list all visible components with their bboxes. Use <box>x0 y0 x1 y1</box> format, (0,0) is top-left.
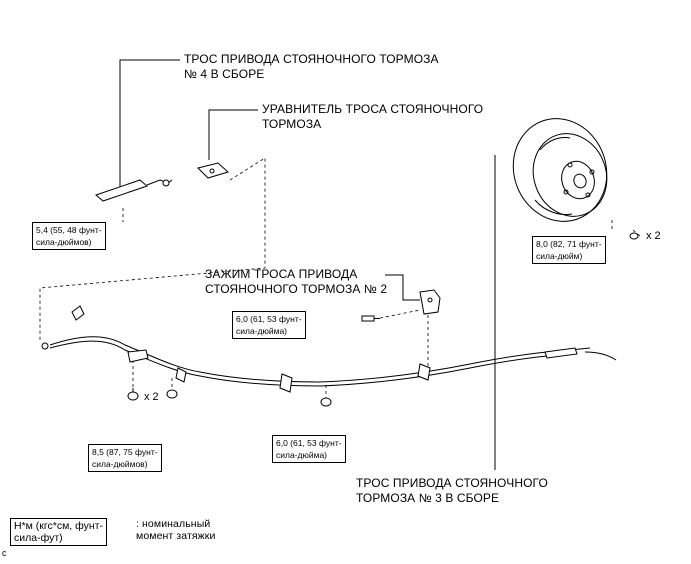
cable4-fitting <box>162 179 170 187</box>
equalizer-part <box>197 162 229 179</box>
cable3-line-lower <box>49 340 571 387</box>
bolt-x2-b <box>166 389 178 399</box>
cable3-assembly <box>41 305 617 393</box>
bolt-clamp2 <box>361 315 380 322</box>
leader-equalizer <box>208 109 258 160</box>
bolts <box>127 232 639 407</box>
brake-stud-2 <box>589 169 595 175</box>
torque-box-clamp2: 6,0 (61, 53 фунт- сила-дюйма) <box>232 311 306 339</box>
corner-mark: c <box>2 548 7 558</box>
bolt-mid <box>320 397 332 407</box>
cable3-left-bracket <box>71 305 85 321</box>
multiplier-bolts: x 2 <box>144 391 159 403</box>
dashed-guides <box>39 157 641 398</box>
label-cable3: ТРОС ПРИВОДА СТОЯНОЧНОГО ТОРМОЗА № 3 В С… <box>356 476 548 505</box>
bolt-x2-a <box>127 388 139 401</box>
dash-equalizer-to-cable <box>39 157 266 340</box>
equalizer-hole <box>209 168 215 174</box>
brake-backing-plate <box>512 118 608 222</box>
cable-clamp-2 <box>175 367 187 383</box>
brake-hub <box>561 160 595 200</box>
cable4-body <box>95 179 148 202</box>
torque-box-cable4: 5,4 (55, 48 фунт- сила-дюймов) <box>32 222 106 250</box>
clamp2-part <box>419 289 441 315</box>
label-cable4: ТРОС ПРИВОДА СТОЯНОЧНОГО ТОРМОЗА № 4 В С… <box>184 52 439 81</box>
torque-box-mid: 6,0 (61, 53 фунт- сила-дюйма) <box>272 435 346 463</box>
label-clamp2: ЗАЖИМ ТРОСА ПРИВОДА СТОЯНОЧНОГО ТОРМОЗА … <box>205 267 388 296</box>
brake-shoe-detail <box>534 137 573 215</box>
cable4-assembly <box>95 179 173 202</box>
cable-end-fitting <box>544 347 578 359</box>
torque-box-brake: 8,0 (82, 71 фунт- сила-дюйм) <box>532 236 606 264</box>
cable-clamp-3 <box>279 373 293 393</box>
cable-clamp-1 <box>127 349 149 363</box>
brake-stud-3 <box>585 192 591 198</box>
torque-box-bolts-x2: 8,5 (87, 75 фунт- сила-дюймов) <box>88 444 162 472</box>
legend-description: : номинальный момент затяжки <box>136 518 216 542</box>
leader-clamp2 <box>385 274 420 301</box>
label-equalizer: УРАВНИТЕЛЬ ТРОСА СТОЯНОЧНОГО ТОРМОЗА <box>262 102 484 131</box>
legend-box: Н*м (кгс*см, фунт- сила-фут) <box>10 518 108 546</box>
multiplier-brake: x 2 <box>646 230 661 242</box>
cable3-left-eye <box>41 342 49 350</box>
bolt-brake <box>629 232 639 240</box>
brake-stud-4 <box>563 189 569 195</box>
brake-stud-1 <box>567 162 573 168</box>
leader-cable4 <box>119 59 180 190</box>
cable-clamp-4 <box>417 363 431 381</box>
dash-brake2 <box>632 229 641 237</box>
brake-hub-center <box>573 173 587 189</box>
cable3-line-upper <box>49 336 571 383</box>
brake-assembly <box>512 118 608 222</box>
brake-drum <box>532 133 608 217</box>
dash-clamp <box>379 309 421 319</box>
clamp2-hole <box>427 297 433 303</box>
leader-lines <box>119 59 496 470</box>
